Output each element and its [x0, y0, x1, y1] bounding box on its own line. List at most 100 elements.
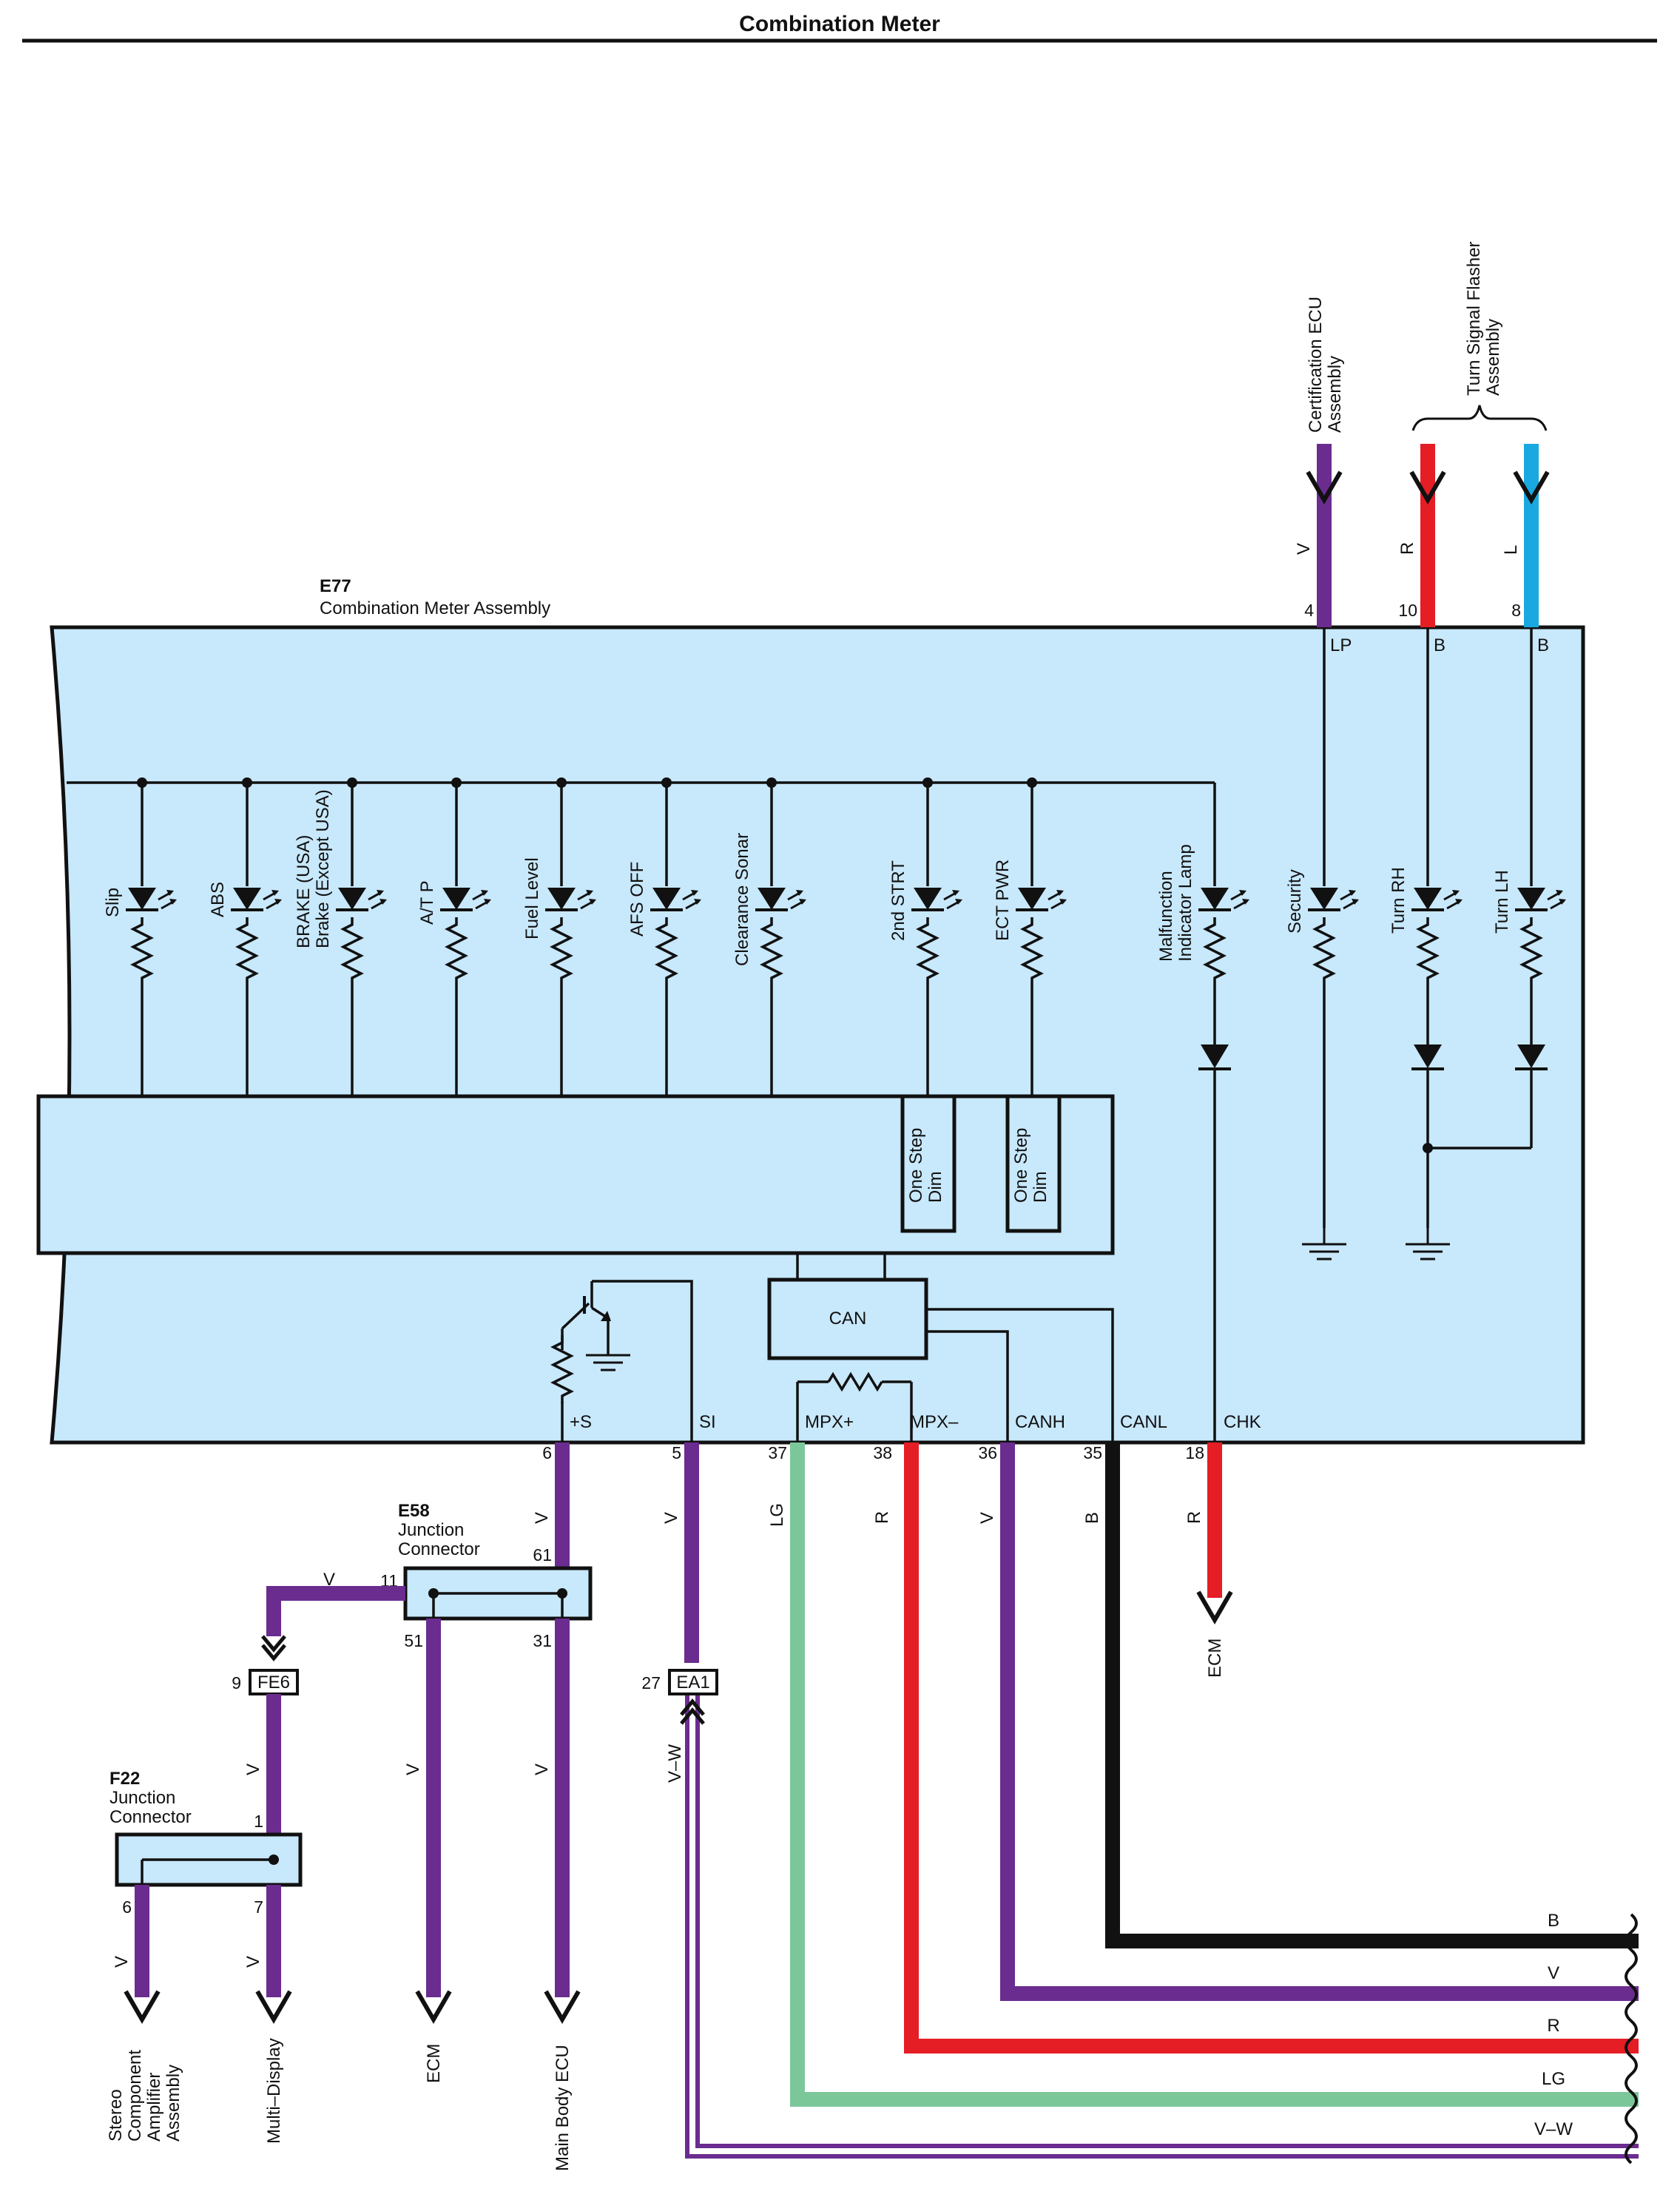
indicator-label-security: Security [1285, 869, 1305, 934]
pin-35: 35 [1083, 1443, 1102, 1462]
pin-8: 8 [1511, 601, 1521, 620]
bus-label-r: R [1547, 2016, 1559, 2036]
wire-color-f22-7: V [243, 1956, 263, 1968]
wire-color-canh: V [977, 1512, 997, 1524]
ea1-connector [668, 1669, 718, 1695]
fe6-pin: 9 [232, 1673, 241, 1693]
indicator-label-fuel-level: Fuel Level [522, 857, 542, 939]
bus-label-vw: V–W [1534, 2119, 1573, 2139]
e77-name: Combination Meter Assembly [320, 598, 550, 618]
pin-4: 4 [1304, 601, 1314, 620]
can-label: CAN [829, 1309, 867, 1329]
fe6-arrow-icon [261, 1635, 286, 1653]
dest-main-body-ecu-label: Main Body ECU [553, 2045, 573, 2171]
wire-e58-11 [266, 1586, 405, 1636]
pin-18: 18 [1185, 1443, 1204, 1462]
terminal-si: SI [699, 1412, 716, 1432]
e58-pin-61: 61 [533, 1545, 552, 1565]
bus-label-lg: LG [1542, 2069, 1565, 2089]
indicator-label-clearance-sonar: Clearance Sonar [732, 833, 752, 966]
indicator-label-brake: BRAKE (USA) Brake (Except USA) [294, 789, 333, 948]
indicator-label-afs-off: AFS OFF [627, 862, 647, 936]
wire-color-e58-31: V [532, 1764, 552, 1775]
one-step-dim-label-2: One Step Dim [1011, 1123, 1050, 1203]
f22-code: F22 [109, 1769, 140, 1789]
wire-break-marks [1625, 1913, 1638, 2164]
ea1-code: EA1 [676, 1673, 709, 1693]
terminal-b-l: B [1537, 635, 1549, 655]
terminal-lp: LP [1330, 635, 1352, 655]
pin-36: 36 [978, 1443, 997, 1462]
one-step-dim-box-1 [900, 1094, 957, 1233]
terminal-chk: CHK [1224, 1412, 1261, 1432]
transistor-emitter-arrow-icon [601, 1311, 611, 1321]
pin-6: 6 [542, 1443, 552, 1462]
page-title: Combination Meter [739, 12, 940, 36]
fe6-code: FE6 [257, 1673, 290, 1693]
f22-pin-6: 6 [122, 1897, 132, 1917]
pin-10: 10 [1398, 601, 1417, 620]
ea1-pin: 27 [641, 1673, 661, 1693]
e58-code: E58 [398, 1501, 430, 1521]
dest-stereo-label: Stereo Component Amplifier Assembly [106, 2045, 183, 2142]
f22-name: Junction Connector [109, 1788, 192, 1827]
indicator-wiring [67, 627, 1533, 1442]
terminal-plus-s: +S [570, 1412, 592, 1432]
wire-color-chk: R [1184, 1511, 1204, 1524]
indicator-label-2nd-strt: 2nd STRT [888, 860, 908, 941]
wire-color-f22-6: V [112, 1956, 132, 1968]
flasher-brace [1411, 405, 1548, 431]
can-module [767, 1278, 928, 1360]
f22-pin-7: 7 [254, 1897, 263, 1917]
indicator-label-abs: ABS [208, 882, 228, 917]
wire-color-fe6: V [243, 1764, 263, 1775]
wire-color-e58-51: V [403, 1764, 423, 1775]
wire-color-turn-l: L [1501, 545, 1521, 555]
e77-code: E77 [320, 576, 351, 596]
indicator-label-malfunction: Malfunction Indicator Lamp [1156, 844, 1195, 962]
wire-canl-black [1105, 1442, 1639, 1948]
wire-color-mpx-plus: LG [767, 1503, 787, 1527]
ecm-chk-label: ECM [1205, 1639, 1225, 1678]
turn-flasher-label: Turn Signal Flasher Assembly [1464, 237, 1503, 396]
pin-38: 38 [873, 1443, 892, 1462]
wire-mpx-minus-red [904, 1442, 1639, 2053]
wire-color-cert: V [1294, 543, 1314, 555]
wire-vw-inner [695, 1694, 1639, 2148]
bus-label-v: V [1548, 1963, 1559, 1983]
wire-mpx-plus-green [790, 1442, 1639, 2107]
can-wiring [561, 1253, 1114, 1442]
pin-5: 5 [672, 1443, 681, 1462]
pin-37: 37 [768, 1443, 787, 1462]
fe6-arrow-icon-2 [261, 1644, 286, 1661]
f22-pin-1: 1 [254, 1812, 263, 1831]
terminal-mpx-plus: MPX+ [805, 1412, 854, 1432]
wire-color-turn-r: R [1397, 542, 1417, 555]
e58-name: Junction Connector [398, 1520, 480, 1559]
wire-color-vw: V–W [665, 1744, 685, 1783]
terminal-canl: CANL [1120, 1412, 1167, 1432]
terminal-mpx-minus: MPX– [910, 1412, 959, 1432]
indicator-label-ect-pwr: ECT PWR [993, 860, 1013, 941]
bus-label-b: B [1548, 1911, 1559, 1931]
terminal-canh: CANH [1015, 1412, 1065, 1432]
wire-canh-violet [1000, 1442, 1639, 2001]
indicator-label-slip: Slip [103, 888, 123, 917]
indicator-labels: Slip ABS BRAKE (USA) Brake (Except USA) … [103, 789, 1512, 966]
indicator-label-atp: A/T P [417, 880, 437, 925]
wire-color-si: V [661, 1512, 681, 1524]
dest-multi-display-label: Multi–Display [264, 2038, 284, 2144]
indicator-label-turn-rh: Turn RH [1389, 867, 1409, 934]
e58-pin-11: 11 [380, 1571, 398, 1590]
indicator-label-turn-lh: Turn LH [1492, 870, 1512, 934]
wire-color-e58-11: V [323, 1570, 335, 1590]
ea1-arrow-icon-2 [680, 1707, 705, 1725]
one-step-dim-label-1: One Step Dim [906, 1123, 945, 1203]
wire-color-plus-s: V [532, 1512, 552, 1524]
terminal-b-r: B [1434, 635, 1445, 655]
one-step-dim-box-2 [1005, 1094, 1062, 1233]
junction-dots [137, 777, 1433, 1153]
e58-pin-31: 31 [533, 1631, 552, 1650]
dest-ecm-label: ECM [424, 2044, 444, 2083]
cert-ecu-label: Certification ECU Assembly [1306, 291, 1345, 433]
